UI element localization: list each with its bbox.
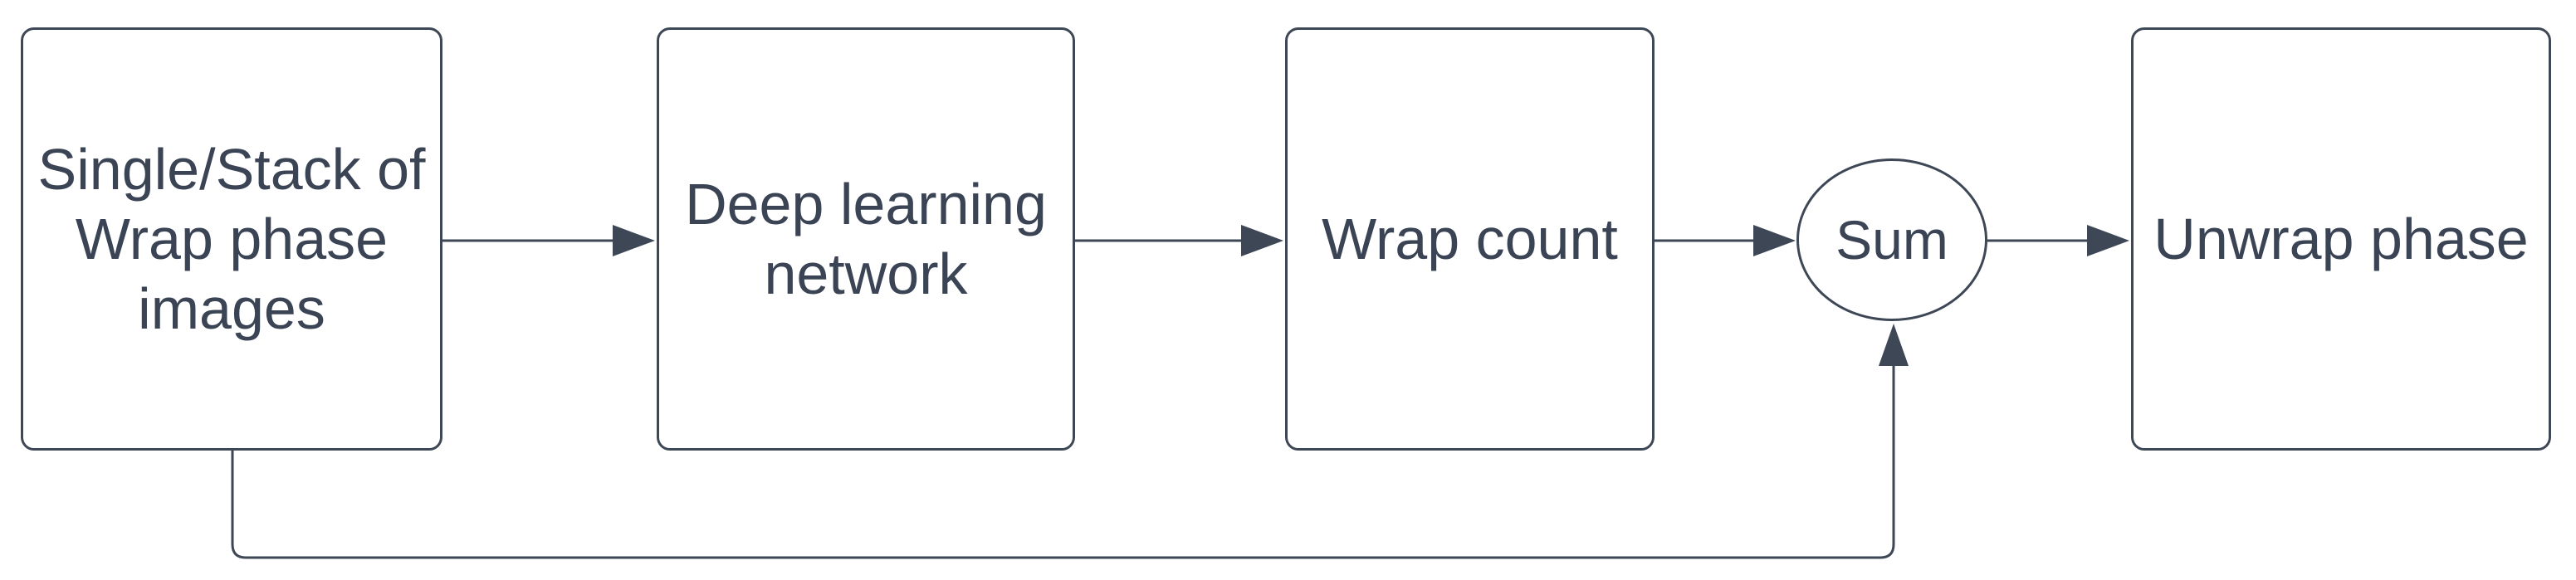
node-sum-label: Sum [1835, 209, 1948, 271]
node-input-images: Single/Stack of Wrap phase images [21, 27, 442, 451]
edge-wrapcount-to-sum [1655, 225, 1796, 256]
arrowhead-icon [1879, 324, 1909, 366]
node-wrap-count-label: Wrap count [1322, 207, 1618, 271]
arrowhead-icon [613, 225, 655, 256]
arrowhead-icon [2087, 225, 2129, 256]
node-deep-learning-network-label: Deep learning network [685, 172, 1047, 306]
edge-input-to-network [442, 225, 655, 256]
node-unwrap-phase-label: Unwrap phase [2153, 207, 2529, 271]
edge-sum-to-unwrap [1987, 225, 2129, 256]
node-deep-learning-network: Deep learning network [657, 27, 1075, 451]
node-sum: Sum [1796, 158, 1987, 321]
arrowhead-icon [1241, 225, 1283, 256]
node-wrap-count: Wrap count [1285, 27, 1655, 451]
node-input-images-label: Single/Stack of Wrap phase images [37, 137, 426, 341]
arrowhead-icon [1753, 225, 1796, 256]
edge-network-to-wrapcount [1075, 225, 1283, 256]
node-unwrap-phase: Unwrap phase [2131, 27, 2551, 451]
